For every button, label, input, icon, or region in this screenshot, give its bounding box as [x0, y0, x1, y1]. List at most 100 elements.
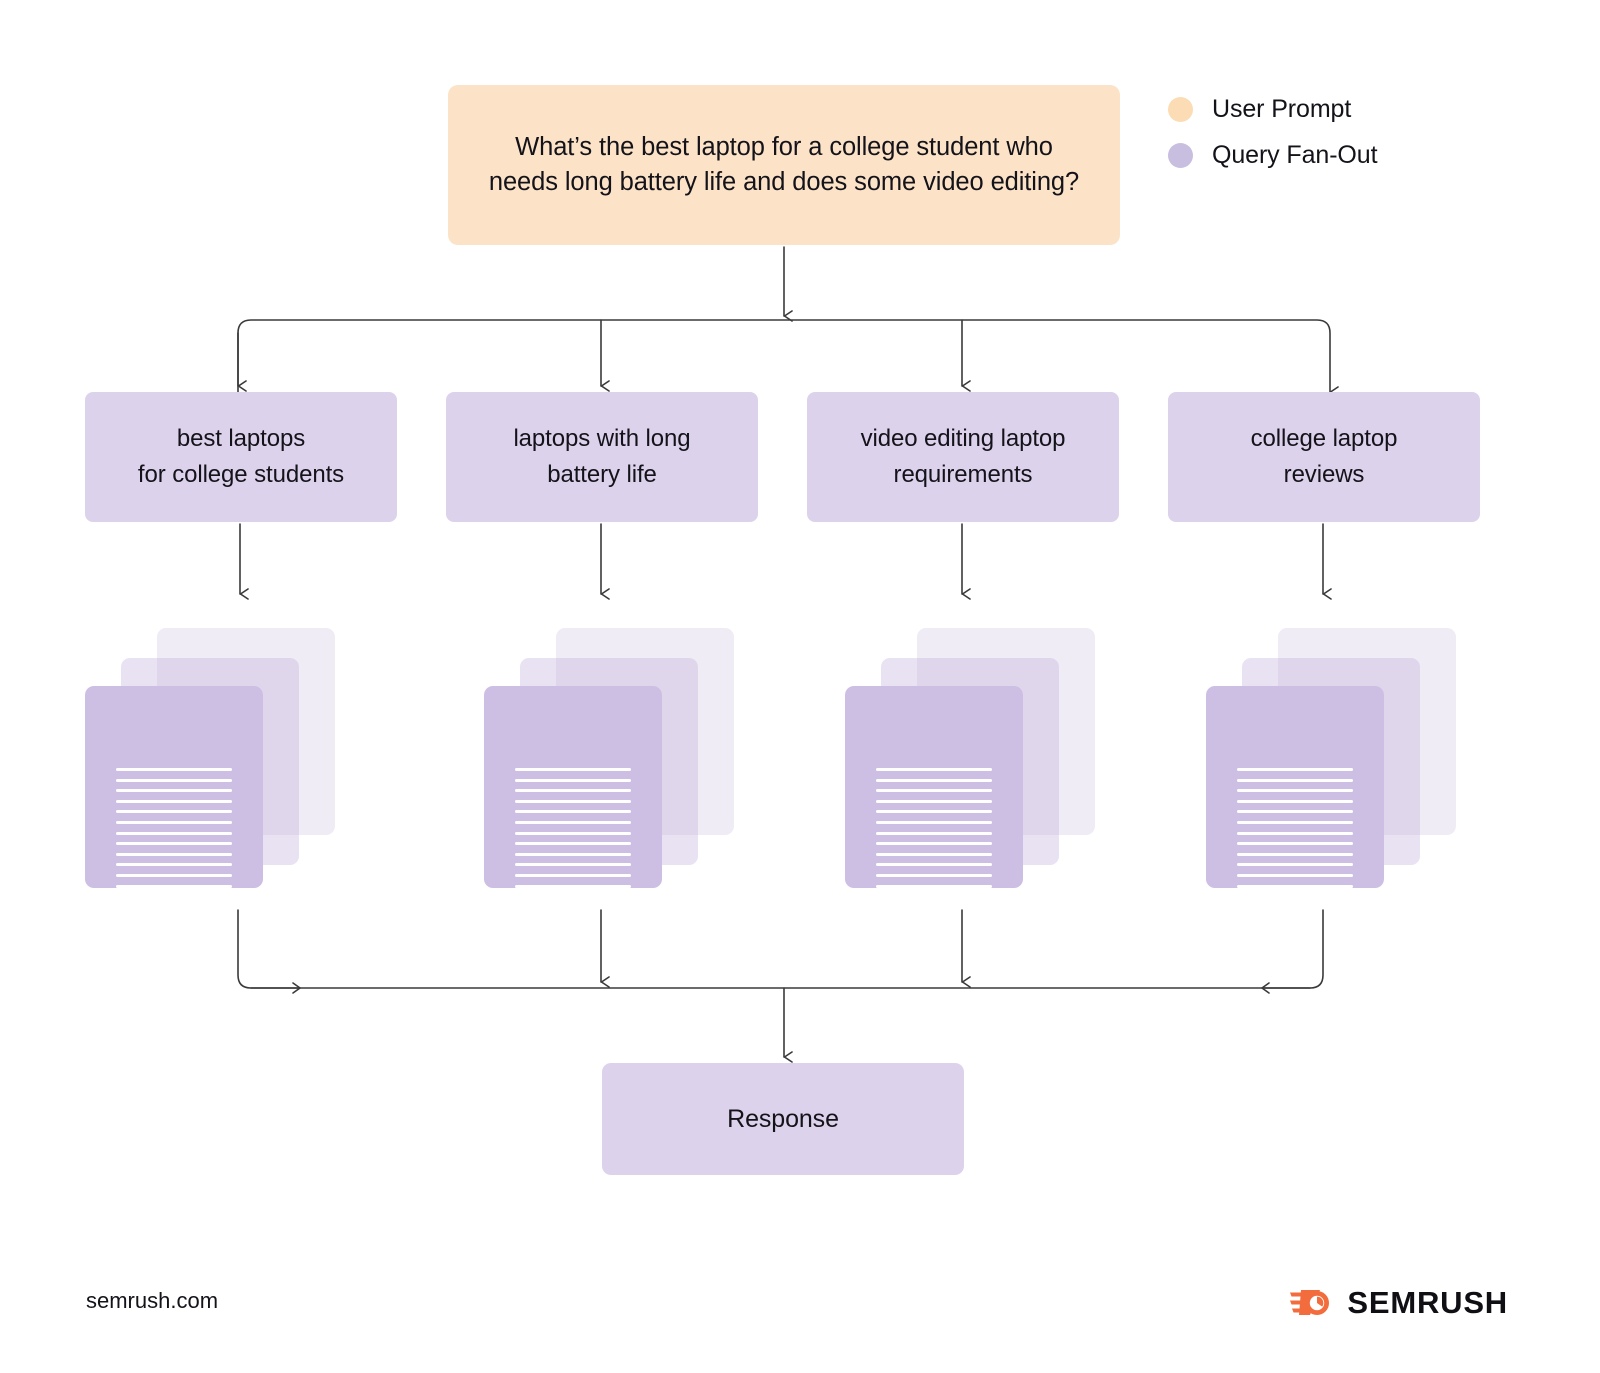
document-text-line	[876, 863, 992, 867]
document-text-line	[1237, 863, 1353, 867]
footer-url: semrush.com	[86, 1288, 219, 1313]
query-box-3: college laptop reviews	[1168, 392, 1480, 522]
document-text-line	[1237, 842, 1353, 846]
document-text-line	[876, 778, 992, 782]
document-text-line	[1237, 895, 1353, 899]
legend-item-query-fanout: Query Fan-Out	[1168, 132, 1498, 178]
document-stack-icon-3	[1206, 628, 1456, 920]
circle-dot-icon	[1168, 142, 1193, 168]
document-text-line	[876, 916, 948, 920]
document-text-line	[876, 884, 992, 888]
document-text-line	[515, 916, 587, 920]
document-text-line	[116, 863, 232, 867]
query-box-2: video editing laptop requirements	[807, 392, 1119, 522]
document-text-line	[876, 873, 992, 877]
document-text-line	[515, 768, 631, 771]
document-text-line	[116, 810, 232, 814]
query-box-0: best laptops for college students	[85, 392, 397, 522]
document-text-line	[1237, 852, 1353, 856]
document-text-line	[1237, 768, 1353, 771]
document-text-line	[116, 852, 232, 856]
query-label-1-line2: battery life	[547, 461, 657, 488]
document-text-line	[515, 831, 631, 835]
wire-fanout-bus	[237, 319, 1339, 398]
document-text-line	[876, 842, 992, 846]
document-text-lines	[116, 768, 232, 920]
document-text-line	[116, 916, 188, 920]
document-text-line	[116, 831, 232, 835]
document-text-line	[1237, 789, 1353, 793]
query-label-3-line2: reviews	[1283, 461, 1365, 488]
document-text-line	[116, 820, 232, 824]
legend: User Prompt Query Fan-Out	[1168, 86, 1498, 178]
query-label-2: video editing laptop requirements	[861, 421, 1066, 492]
document-sheet-front	[1206, 686, 1384, 920]
document-text-line	[116, 842, 232, 846]
document-text-line	[116, 799, 232, 803]
document-text-line	[1237, 831, 1353, 835]
document-text-line	[876, 895, 992, 899]
response-label: Response	[727, 1104, 839, 1133]
document-text-line	[876, 768, 992, 771]
document-text-line	[876, 799, 992, 803]
document-text-line	[876, 905, 992, 909]
document-text-line	[1237, 799, 1353, 803]
document-text-line	[515, 884, 631, 888]
semrush-wordmark: SEMRUSH	[1347, 1285, 1508, 1320]
document-text-line	[1237, 873, 1353, 877]
query-label-2-line1: video editing laptop	[860, 425, 1066, 453]
document-text-lines	[876, 768, 992, 920]
document-text-line	[116, 905, 232, 909]
document-text-line	[1237, 820, 1353, 824]
document-text-line	[515, 778, 631, 782]
document-stack-icon-0	[85, 628, 335, 920]
document-text-lines	[515, 768, 631, 920]
document-text-line	[876, 831, 992, 835]
document-text-line	[116, 895, 232, 899]
document-sheet-front	[845, 686, 1023, 920]
wire-docs-merge-left	[237, 909, 301, 994]
query-label-1-line1: laptops with long	[513, 425, 691, 453]
semrush-brand: SEMRUSH	[1290, 1284, 1508, 1322]
document-text-line	[515, 799, 631, 803]
document-text-line	[1237, 778, 1353, 782]
document-text-line	[116, 778, 232, 782]
query-label-0-line2: for college students	[137, 461, 345, 488]
query-label-1: laptops with long battery life	[513, 421, 690, 492]
wire-docs-merge-right	[1261, 909, 1324, 994]
document-text-lines	[1237, 768, 1353, 920]
document-text-line	[1237, 810, 1353, 814]
query-label-2-line2: requirements	[893, 461, 1033, 488]
query-label-3-line1: college laptop	[1250, 425, 1398, 453]
document-text-line	[876, 810, 992, 814]
response-box: Response	[602, 1063, 964, 1175]
query-label-3: college laptop reviews	[1251, 421, 1398, 492]
document-text-line	[515, 905, 631, 909]
document-text-line	[116, 789, 232, 793]
document-text-line	[1237, 916, 1309, 920]
document-text-line	[515, 842, 631, 846]
document-text-line	[515, 895, 631, 899]
document-text-line	[1237, 884, 1353, 888]
document-text-line	[515, 873, 631, 877]
circle-dot-icon	[1168, 96, 1193, 122]
document-text-line	[515, 789, 631, 793]
document-text-line	[515, 852, 631, 856]
document-text-line	[515, 810, 631, 814]
legend-label-user-prompt: User Prompt	[1212, 94, 1352, 123]
legend-item-user-prompt: User Prompt	[1168, 86, 1498, 132]
query-box-1: laptops with long battery life	[446, 392, 758, 522]
document-text-line	[116, 884, 232, 888]
document-text-line	[1237, 905, 1353, 909]
legend-label-query-fanout: Query Fan-Out	[1212, 140, 1378, 169]
document-text-line	[876, 789, 992, 793]
semrush-comet-logo-icon	[1290, 1290, 1330, 1315]
query-label-0: best laptops for college students	[138, 421, 344, 492]
document-text-line	[876, 852, 992, 856]
document-stack-icon-2	[845, 628, 1095, 920]
document-text-line	[876, 820, 992, 824]
document-text-line	[116, 873, 232, 877]
document-text-line	[116, 768, 232, 771]
document-sheet-front	[484, 686, 662, 920]
